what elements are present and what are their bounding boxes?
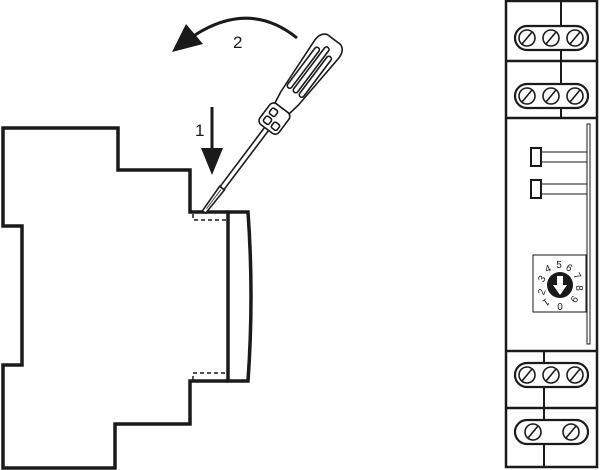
dial-digit-4: 4 <box>543 263 553 276</box>
step-1-label: 1 <box>195 121 204 140</box>
screwdriver-icon <box>201 33 344 215</box>
dial-digit-6: 6 <box>564 262 575 275</box>
terminal-block-4 <box>513 418 590 446</box>
step-2-label: 2 <box>233 33 242 52</box>
indicator-leds <box>530 147 587 199</box>
din-rail-edge <box>586 123 591 345</box>
device-front-view <box>504 0 599 469</box>
dial-digit-7: 7 <box>570 271 583 282</box>
dial-digit-9: 9 <box>567 293 579 304</box>
rotate-arrow <box>172 16 298 52</box>
dial-digit-3: 3 <box>536 274 549 285</box>
dial-digit-2: 2 <box>536 287 548 296</box>
terminal-block-3 <box>513 361 590 389</box>
front-cover <box>226 210 253 383</box>
housing-side-view <box>1 126 253 470</box>
dial-digit-0: 0 <box>557 302 563 313</box>
rotary-switch[interactable]: 0 1 2 3 4 5 6 7 8 9 <box>532 254 587 313</box>
arrow-down-icon <box>553 276 567 295</box>
dial-digit-8: 8 <box>573 285 584 291</box>
dial-digit-5: 5 <box>556 260 562 271</box>
terminal-block-2 <box>513 82 590 110</box>
push-down-arrow <box>201 107 223 175</box>
latch-hidden-lines <box>192 214 226 380</box>
dial-digit-1: 1 <box>540 295 551 307</box>
terminal-block-1 <box>513 24 590 52</box>
